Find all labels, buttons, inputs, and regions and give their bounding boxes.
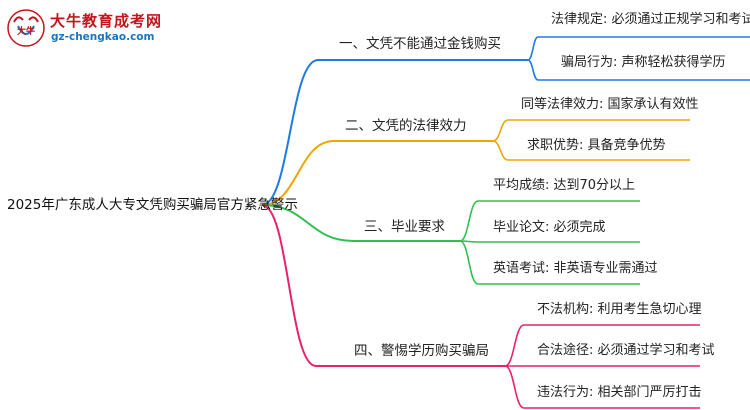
leaf-3-3-curve [459,240,479,285]
leaf-2-1-curve [492,119,509,142]
leaf-1-1-curve [527,36,539,61]
leaf-4-3-curve [504,365,525,409]
leaf-3-2: 毕业论文: 必须完成 [493,220,606,235]
leaf-3-1-curve [459,200,479,242]
branch-2-curve [261,140,335,206]
leaf-2-1: 同等法律效力: 国家承认有效性 [521,97,699,112]
branch-1-label: 一、文凭不能通过金钱购买 [339,36,501,52]
leaf-1-2-curve [527,59,539,81]
leaf-4-1: 不法机构: 利用考生急切心理 [537,302,702,317]
site-logo[interactable]: 大牛 大牛教育成考网 gz-chengkao.com [6,8,206,50]
bull-logo-icon: 大牛 [7,9,45,47]
logo-url[interactable]: gz-chengkao.com [51,31,155,43]
branch-1-curve [261,59,319,206]
leaf-3-3: 英语考试: 非英语专业需通过 [493,261,658,276]
branch-4-label: 四、警惕学历购买骗局 [354,343,489,359]
leaf-2-2: 求职优势: 具备竞争优势 [527,138,666,153]
branch-4-curve [261,204,317,367]
branch-3-curve [261,204,355,242]
svg-text:大牛: 大牛 [17,25,35,37]
leaf-4-1-curve [504,324,525,367]
logo-title: 大牛教育成考网 [50,12,163,30]
leaf-1-2: 骗局行为: 声称轻松获得学历 [561,55,726,70]
branch-3-label: 三、毕业要求 [364,219,445,235]
leaf-4-3: 违法行为: 相关部门严厉打击 [537,385,702,400]
branch-2-label: 二、文凭的法律效力 [345,118,467,134]
leaf-3-1: 平均成绩: 达到70分以上 [493,178,636,193]
root-node: 2025年广东成人大专文凭购买骗局官方紧急警示 [7,197,298,213]
leaf-2-2-curve [492,140,509,161]
leaf-1-1: 法律规定: 必须通过正规学习和考试 [551,12,750,27]
leaf-4-2: 合法途径: 必须通过学习和考试 [537,343,715,358]
